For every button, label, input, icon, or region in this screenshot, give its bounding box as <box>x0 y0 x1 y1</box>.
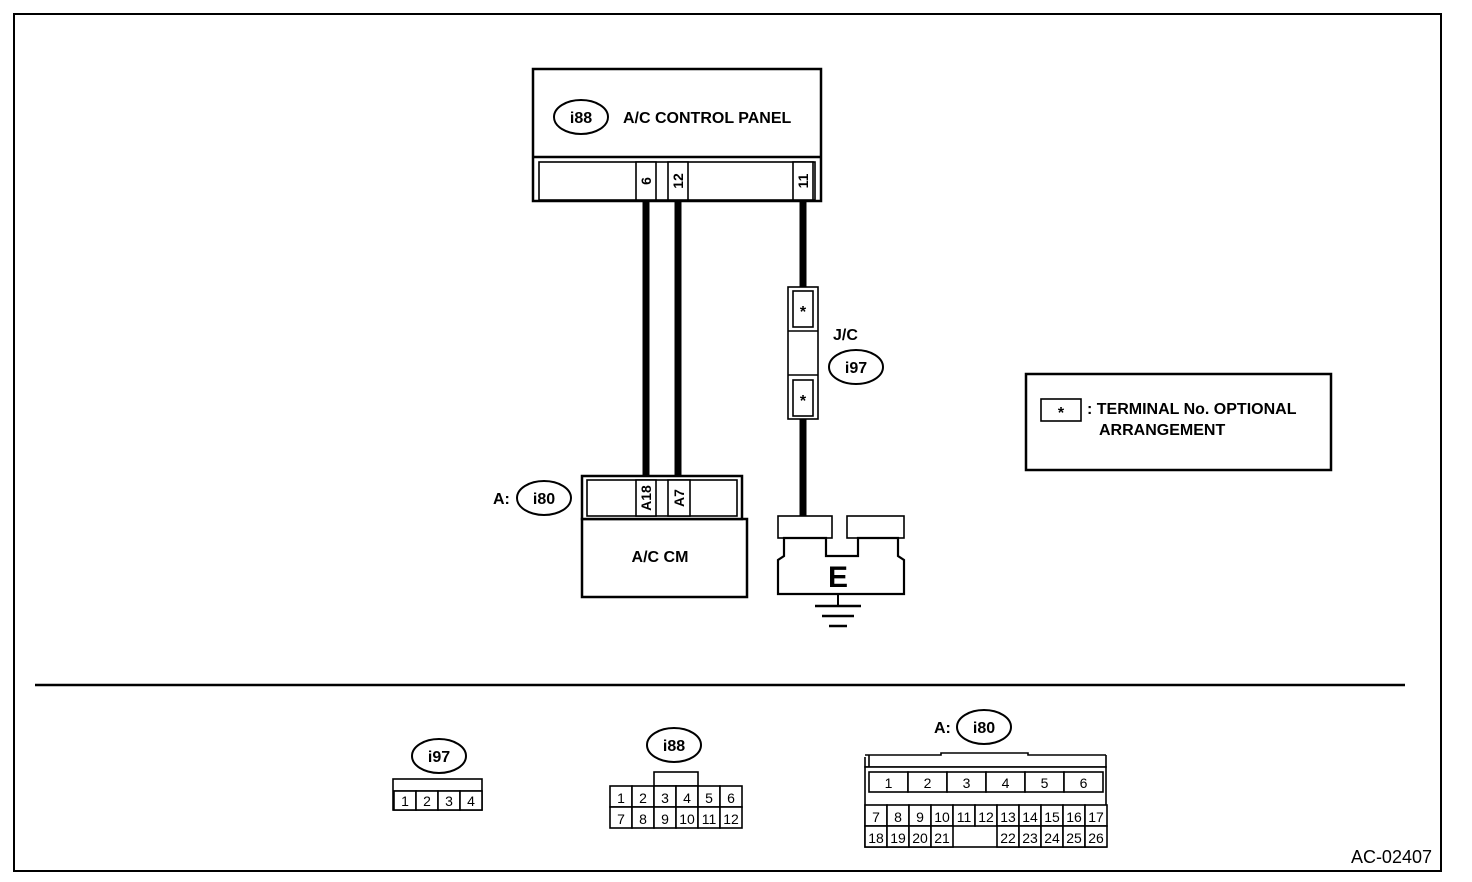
cm-connector-badge <box>516 480 572 516</box>
i97-pin-3: 3 <box>445 793 453 809</box>
i80-pin-6-cell <box>1063 771 1104 793</box>
ac-control-module: A18 A7 A: i80 A/C CM <box>493 474 749 599</box>
ac-control-panel: i88 A/C CONTROL PANEL 6 12 11 <box>531 67 823 203</box>
i80-pin-23: 23 <box>1022 830 1038 846</box>
jc-label: J/C <box>833 327 858 344</box>
acp-pin-11: 11 <box>795 173 811 188</box>
legend-text-line2: ARRANGEMENT <box>1099 422 1225 439</box>
i80-pin-20: 20 <box>912 830 928 846</box>
acp-pin-6: 6 <box>638 177 654 185</box>
i80-pin-21: 21 <box>934 830 950 846</box>
i80-pin-2: 2 <box>924 775 932 791</box>
ground-label: E <box>828 561 848 594</box>
i80-pin-13: 13 <box>1000 809 1016 825</box>
i80-pin-7: 7 <box>872 809 880 825</box>
cm-pin-A18: A18 <box>638 485 654 511</box>
i88-pin-7: 7 <box>617 811 625 827</box>
i80-pin-8: 8 <box>894 809 902 825</box>
i80-pin-5: 5 <box>1041 775 1049 791</box>
jc-pin-mark-top: * <box>800 304 807 321</box>
cm-title: A/C CM <box>632 549 689 566</box>
face-i88-code: i88 <box>663 738 685 755</box>
acp-connector-badge <box>553 99 609 135</box>
i80-pin-26-cell <box>1084 825 1108 848</box>
i88-pin-10: 10 <box>679 811 695 827</box>
ground-point: E <box>776 515 906 628</box>
i80-pin-15: 15 <box>1044 809 1060 825</box>
i97-pin-4-cell <box>459 790 483 811</box>
legend: * : TERMINAL No. OPTIONAL ARRANGEMENT <box>1024 372 1333 472</box>
i80-pin-24: 24 <box>1044 830 1060 846</box>
i80-pin-18: 18 <box>868 830 884 846</box>
i80-pin-14: 14 <box>1022 809 1038 825</box>
i97-pin-4: 4 <box>467 793 475 809</box>
i80-pin-4: 4 <box>1002 775 1010 791</box>
i88-pin-8: 8 <box>639 811 647 827</box>
i80-pin-25: 25 <box>1066 830 1082 846</box>
i88-pin-6: 6 <box>727 790 735 806</box>
i88-pin-9: 9 <box>661 811 669 827</box>
i80-pin-11: 11 <box>957 809 972 825</box>
diagram-frame <box>13 13 1442 872</box>
i80-pin-22: 22 <box>1000 830 1016 846</box>
i80-pin-12: 12 <box>978 809 994 825</box>
acp-connector-code: i88 <box>570 110 592 127</box>
face-i80-code: i80 <box>973 720 995 737</box>
i88-pin-11: 11 <box>702 811 717 827</box>
i80-pin-19: 19 <box>890 830 906 846</box>
i88-pin-3: 3 <box>661 790 669 806</box>
cm-connector-prefix: A: <box>493 491 510 508</box>
i97-pin-2: 2 <box>423 793 431 809</box>
i88-pin-1: 1 <box>617 790 625 806</box>
i80-pin-9: 9 <box>916 809 924 825</box>
jc-connector-badge <box>828 349 884 385</box>
i80-pin-10: 10 <box>934 809 950 825</box>
i80-pin-17: 17 <box>1088 809 1104 825</box>
i80-pin-26: 26 <box>1088 830 1104 846</box>
acp-pin-12: 12 <box>670 173 686 189</box>
i80-pin-21-cell <box>930 825 954 848</box>
i88-pin-12-cell <box>719 806 743 829</box>
i88-pin-4: 4 <box>683 790 691 806</box>
legend-text-line1: : TERMINAL No. OPTIONAL <box>1087 401 1297 418</box>
face-i80-prefix: A: <box>934 720 951 737</box>
joint-connector: * * J/C i97 <box>787 286 884 420</box>
face-i97-code: i97 <box>428 749 450 766</box>
cm-connector-code: i80 <box>533 491 555 508</box>
i80-pin-16: 16 <box>1066 809 1082 825</box>
cm-pin-A7: A7 <box>671 489 687 507</box>
i80-pin-6: 6 <box>1080 775 1088 791</box>
acp-title: A/C CONTROL PANEL <box>623 110 792 127</box>
i88-pin-12: 12 <box>723 811 739 827</box>
i80-pin-1: 1 <box>885 775 893 791</box>
i88-pin-2: 2 <box>639 790 647 806</box>
legend-mark: * <box>1058 405 1065 422</box>
i97-pin-1: 1 <box>401 793 409 809</box>
jc-pin-mark-bottom: * <box>800 393 807 410</box>
i88-pin-5: 5 <box>705 790 713 806</box>
i80-pin-3: 3 <box>963 775 971 791</box>
figure-id: AC-02407 <box>1351 847 1432 867</box>
jc-connector-code: i97 <box>845 360 867 377</box>
